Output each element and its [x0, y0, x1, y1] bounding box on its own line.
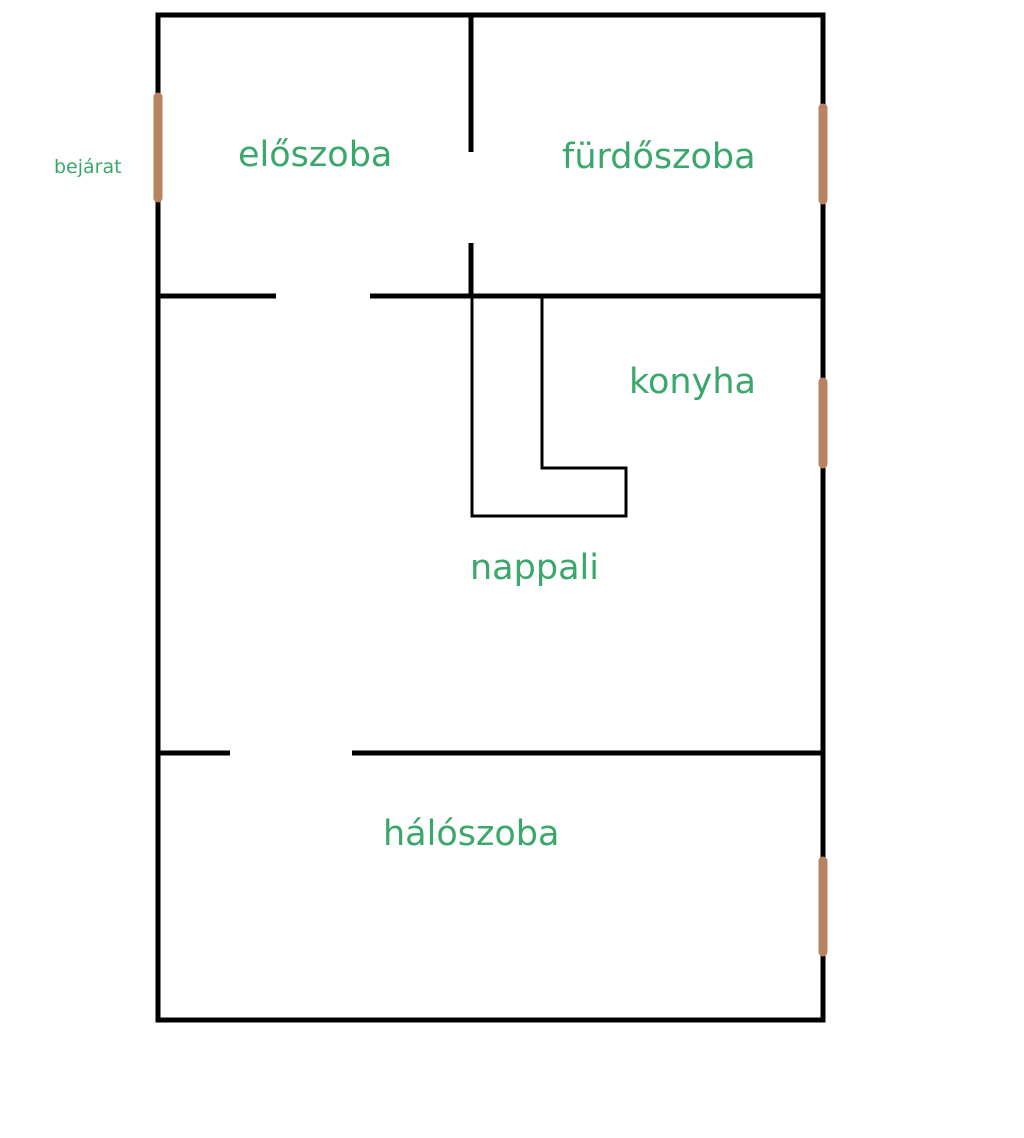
bedroom-label: hálószoba	[383, 814, 560, 854]
hall-label: előszoba	[238, 135, 393, 175]
bathroom-label: fürdőszoba	[562, 137, 756, 177]
living-room-label: nappali	[470, 548, 599, 588]
kitchen-label: konyha	[629, 362, 756, 402]
outer-wall	[155, 12, 826, 1023]
entrance-label: bejárat	[54, 156, 122, 178]
kitchen-counter	[470, 296, 628, 518]
